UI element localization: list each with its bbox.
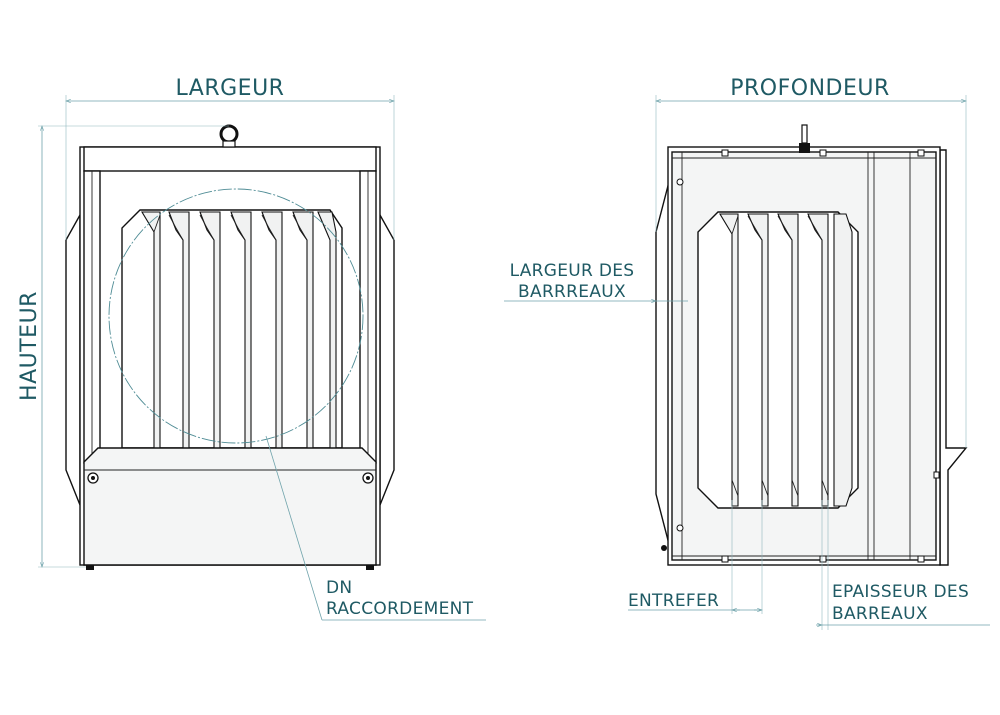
largeur-barreaux-label-line1: LARGEUR DES xyxy=(510,261,635,281)
side-right-profile xyxy=(939,149,968,566)
largeur-barreaux-label-line2: BARRREAUX xyxy=(518,282,626,302)
bolt-icon xyxy=(87,472,374,484)
epaisseur-label-line2: BARREAUX xyxy=(832,604,928,624)
epaisseur-label-line1: EPAISSEUR DES xyxy=(832,582,969,602)
profondeur-label: PROFONDEUR xyxy=(730,76,890,101)
front-lower-box xyxy=(83,447,377,566)
foot xyxy=(86,565,94,570)
right-side-flap xyxy=(379,212,395,506)
side-view: PROFONDEUR LARGEUR DES BARRREAUX ENTREFE… xyxy=(504,76,990,630)
foot xyxy=(366,565,374,570)
lifting-pin-icon xyxy=(799,124,810,153)
largeur-label: LARGEUR xyxy=(176,76,285,101)
front-view: LARGEUR HAUTEUR DN RACCORDEMENT xyxy=(17,76,486,621)
dn-leader-line xyxy=(265,435,323,621)
fastener-icon xyxy=(661,149,940,563)
entrefer-label: ENTREFER xyxy=(628,591,719,611)
dn-label-line1: DN xyxy=(326,578,352,598)
left-side-flap xyxy=(65,212,81,506)
dn-label-line2: RACCORDEMENT xyxy=(326,599,474,619)
hauteur-label: HAUTEUR xyxy=(17,291,42,401)
top-rail xyxy=(83,146,377,172)
dn-connection-circle xyxy=(108,188,364,444)
lifting-eye-icon xyxy=(219,124,239,148)
